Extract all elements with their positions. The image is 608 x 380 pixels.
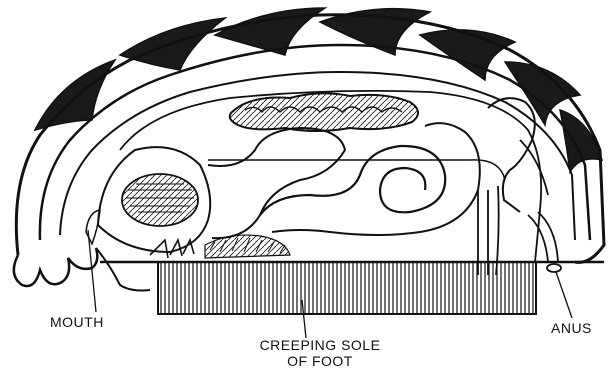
shell-plates (35, 8, 602, 172)
stomach (208, 128, 345, 238)
radula (122, 174, 198, 226)
label-creeping-sole: CREEPING SOLE OF FOOT (250, 337, 390, 369)
head-lobes (14, 248, 98, 286)
digestive-gland (230, 93, 418, 131)
label-mouth: MOUTH (50, 314, 104, 330)
label-creeping-sole-line2: OF FOOT (250, 353, 390, 369)
intestine (260, 146, 445, 215)
creeping-sole (158, 262, 536, 314)
label-anus: ANUS (551, 320, 592, 336)
label-creeping-sole-line1: CREEPING SOLE (250, 337, 390, 353)
anus-leader (556, 272, 572, 318)
anus-opening (547, 264, 561, 272)
